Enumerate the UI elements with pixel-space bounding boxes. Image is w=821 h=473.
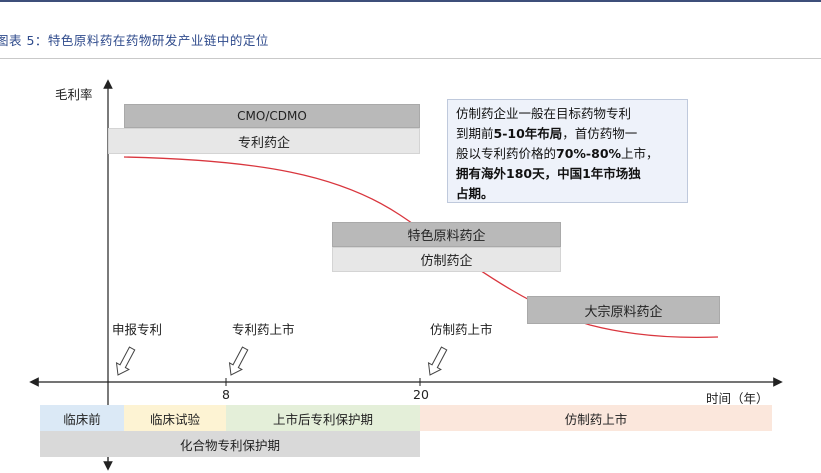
note-line-5: 占期。: [456, 186, 494, 201]
generic-launch-arrow: [427, 346, 448, 376]
caption-rule: [0, 58, 821, 59]
figure-caption: 图表 5：特色原料药在药物研发产业链中的定位: [0, 33, 269, 48]
note-line-3: 般以专利药价格的70%-80%上市，: [456, 146, 659, 161]
phase-clinical-trial: 临床试验: [124, 405, 226, 431]
patent-filing-arrow: [115, 346, 136, 376]
patent-drug-launch-arrow: [228, 346, 249, 376]
bar-bulk-api: 大宗原料药企: [527, 296, 720, 324]
bar-cmo-cdmo: CMO/CDMO: [124, 104, 420, 128]
generic-strategy-note: 仿制药企业一般在目标药物专利 到期前5-10年布局，首仿药物一 般以专利药价格的…: [447, 99, 688, 203]
note-line-2: 到期前5-10年布局，首仿药物一: [456, 126, 638, 141]
milestone-generic-launch: 仿制药上市: [430, 322, 493, 337]
note-line-4: 拥有海外180天，中国1年市场独: [456, 166, 641, 181]
phase-preclinical: 临床前: [40, 405, 124, 431]
phase-post-launch-protection: 上市后专利保护期: [226, 405, 420, 431]
phase-compound-patent-period: 化合物专利保护期: [40, 431, 420, 457]
y-axis-label: 毛利率: [55, 87, 93, 102]
x-axis-label: 时间（年）: [706, 391, 769, 406]
top-rule: [0, 0, 821, 2]
phase-generic-market: 仿制药上市: [420, 405, 772, 431]
milestone-patent-filing: 申报专利: [112, 322, 163, 337]
bar-generic-pharma: 仿制药企: [332, 247, 561, 272]
milestone-patent-drug-launch: 专利药上市: [232, 322, 295, 337]
bar-innovative-pharma: 专利药企: [108, 128, 420, 154]
note-line-1: 仿制药企业一般在目标药物专利: [456, 106, 632, 121]
x-tick-label-20: 20: [413, 387, 429, 402]
x-tick-label-8: 8: [222, 387, 230, 402]
bar-specialty-api: 特色原料药企: [332, 222, 561, 247]
